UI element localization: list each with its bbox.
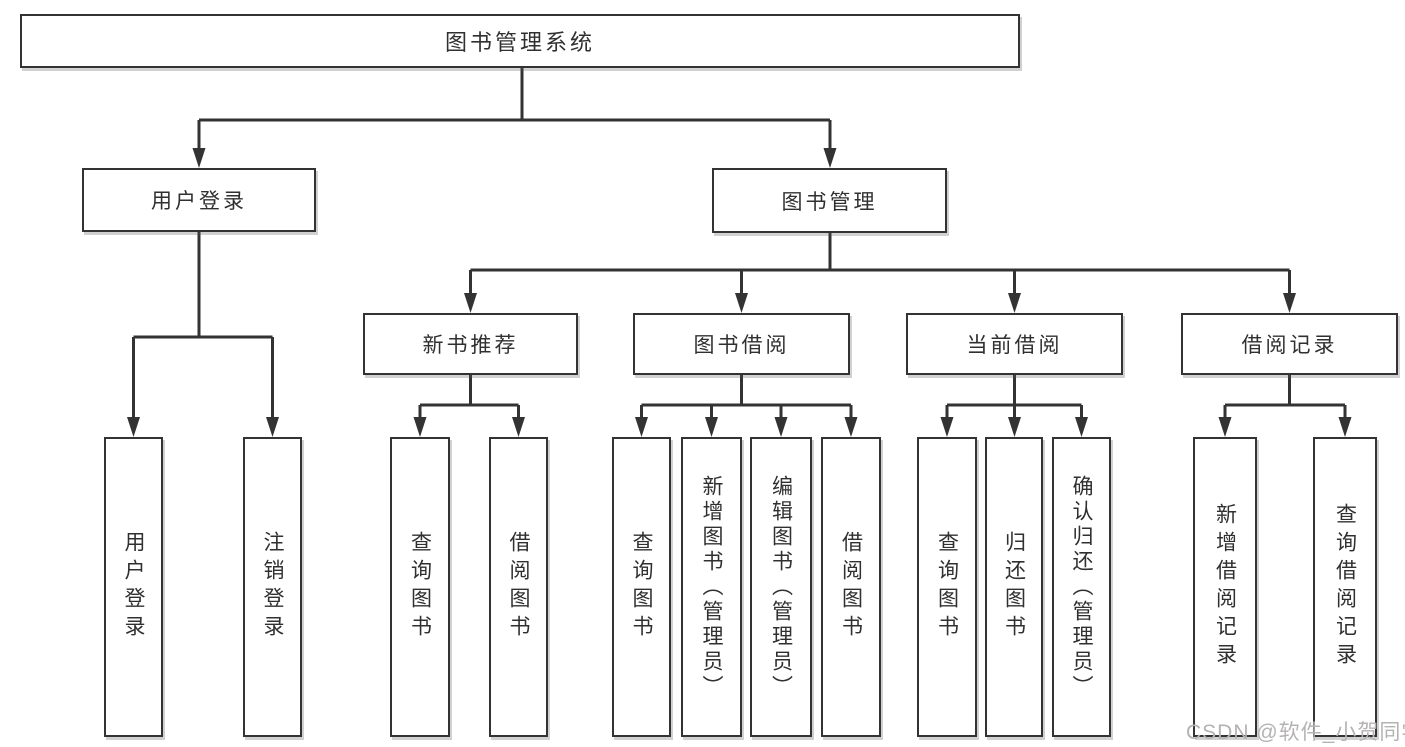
leaf-bb-edit-book: 编辑图书（管理员）	[750, 437, 812, 737]
node-new-book-recommend: 新书推荐	[363, 313, 578, 375]
node-user-login: 用户登录	[82, 168, 316, 232]
leaf-bb-add-book: 新增图书（管理员）	[681, 437, 742, 737]
leaf-logout: 注销登录	[243, 437, 302, 737]
node-book-borrow: 图书借阅	[633, 313, 850, 375]
leaf-bb-borrow-book: 借阅图书	[821, 437, 881, 737]
node-root: 图书管理系统	[20, 14, 1020, 68]
node-current-borrow: 当前借阅	[906, 313, 1123, 375]
leaf-cb-query-book: 查询图书	[917, 437, 977, 737]
leaf-user-login: 用户登录	[104, 437, 163, 737]
leaf-br-query-record: 查询借阅记录	[1313, 437, 1377, 737]
node-book-management: 图书管理	[712, 168, 947, 233]
leaf-nbr-query-book: 查询图书	[390, 437, 450, 737]
leaf-cb-confirm-return: 确认归还（管理员）	[1052, 437, 1111, 737]
leaf-br-add-record: 新增借阅记录	[1193, 437, 1257, 737]
leaf-bb-query-book: 查询图书	[612, 437, 671, 737]
csdn-watermark: CSDN @软件_小贺同学	[1186, 721, 1405, 744]
leaf-nbr-borrow-book: 借阅图书	[489, 437, 548, 737]
node-borrow-record: 借阅记录	[1181, 313, 1398, 375]
leaf-cb-return-book: 归还图书	[985, 437, 1043, 737]
